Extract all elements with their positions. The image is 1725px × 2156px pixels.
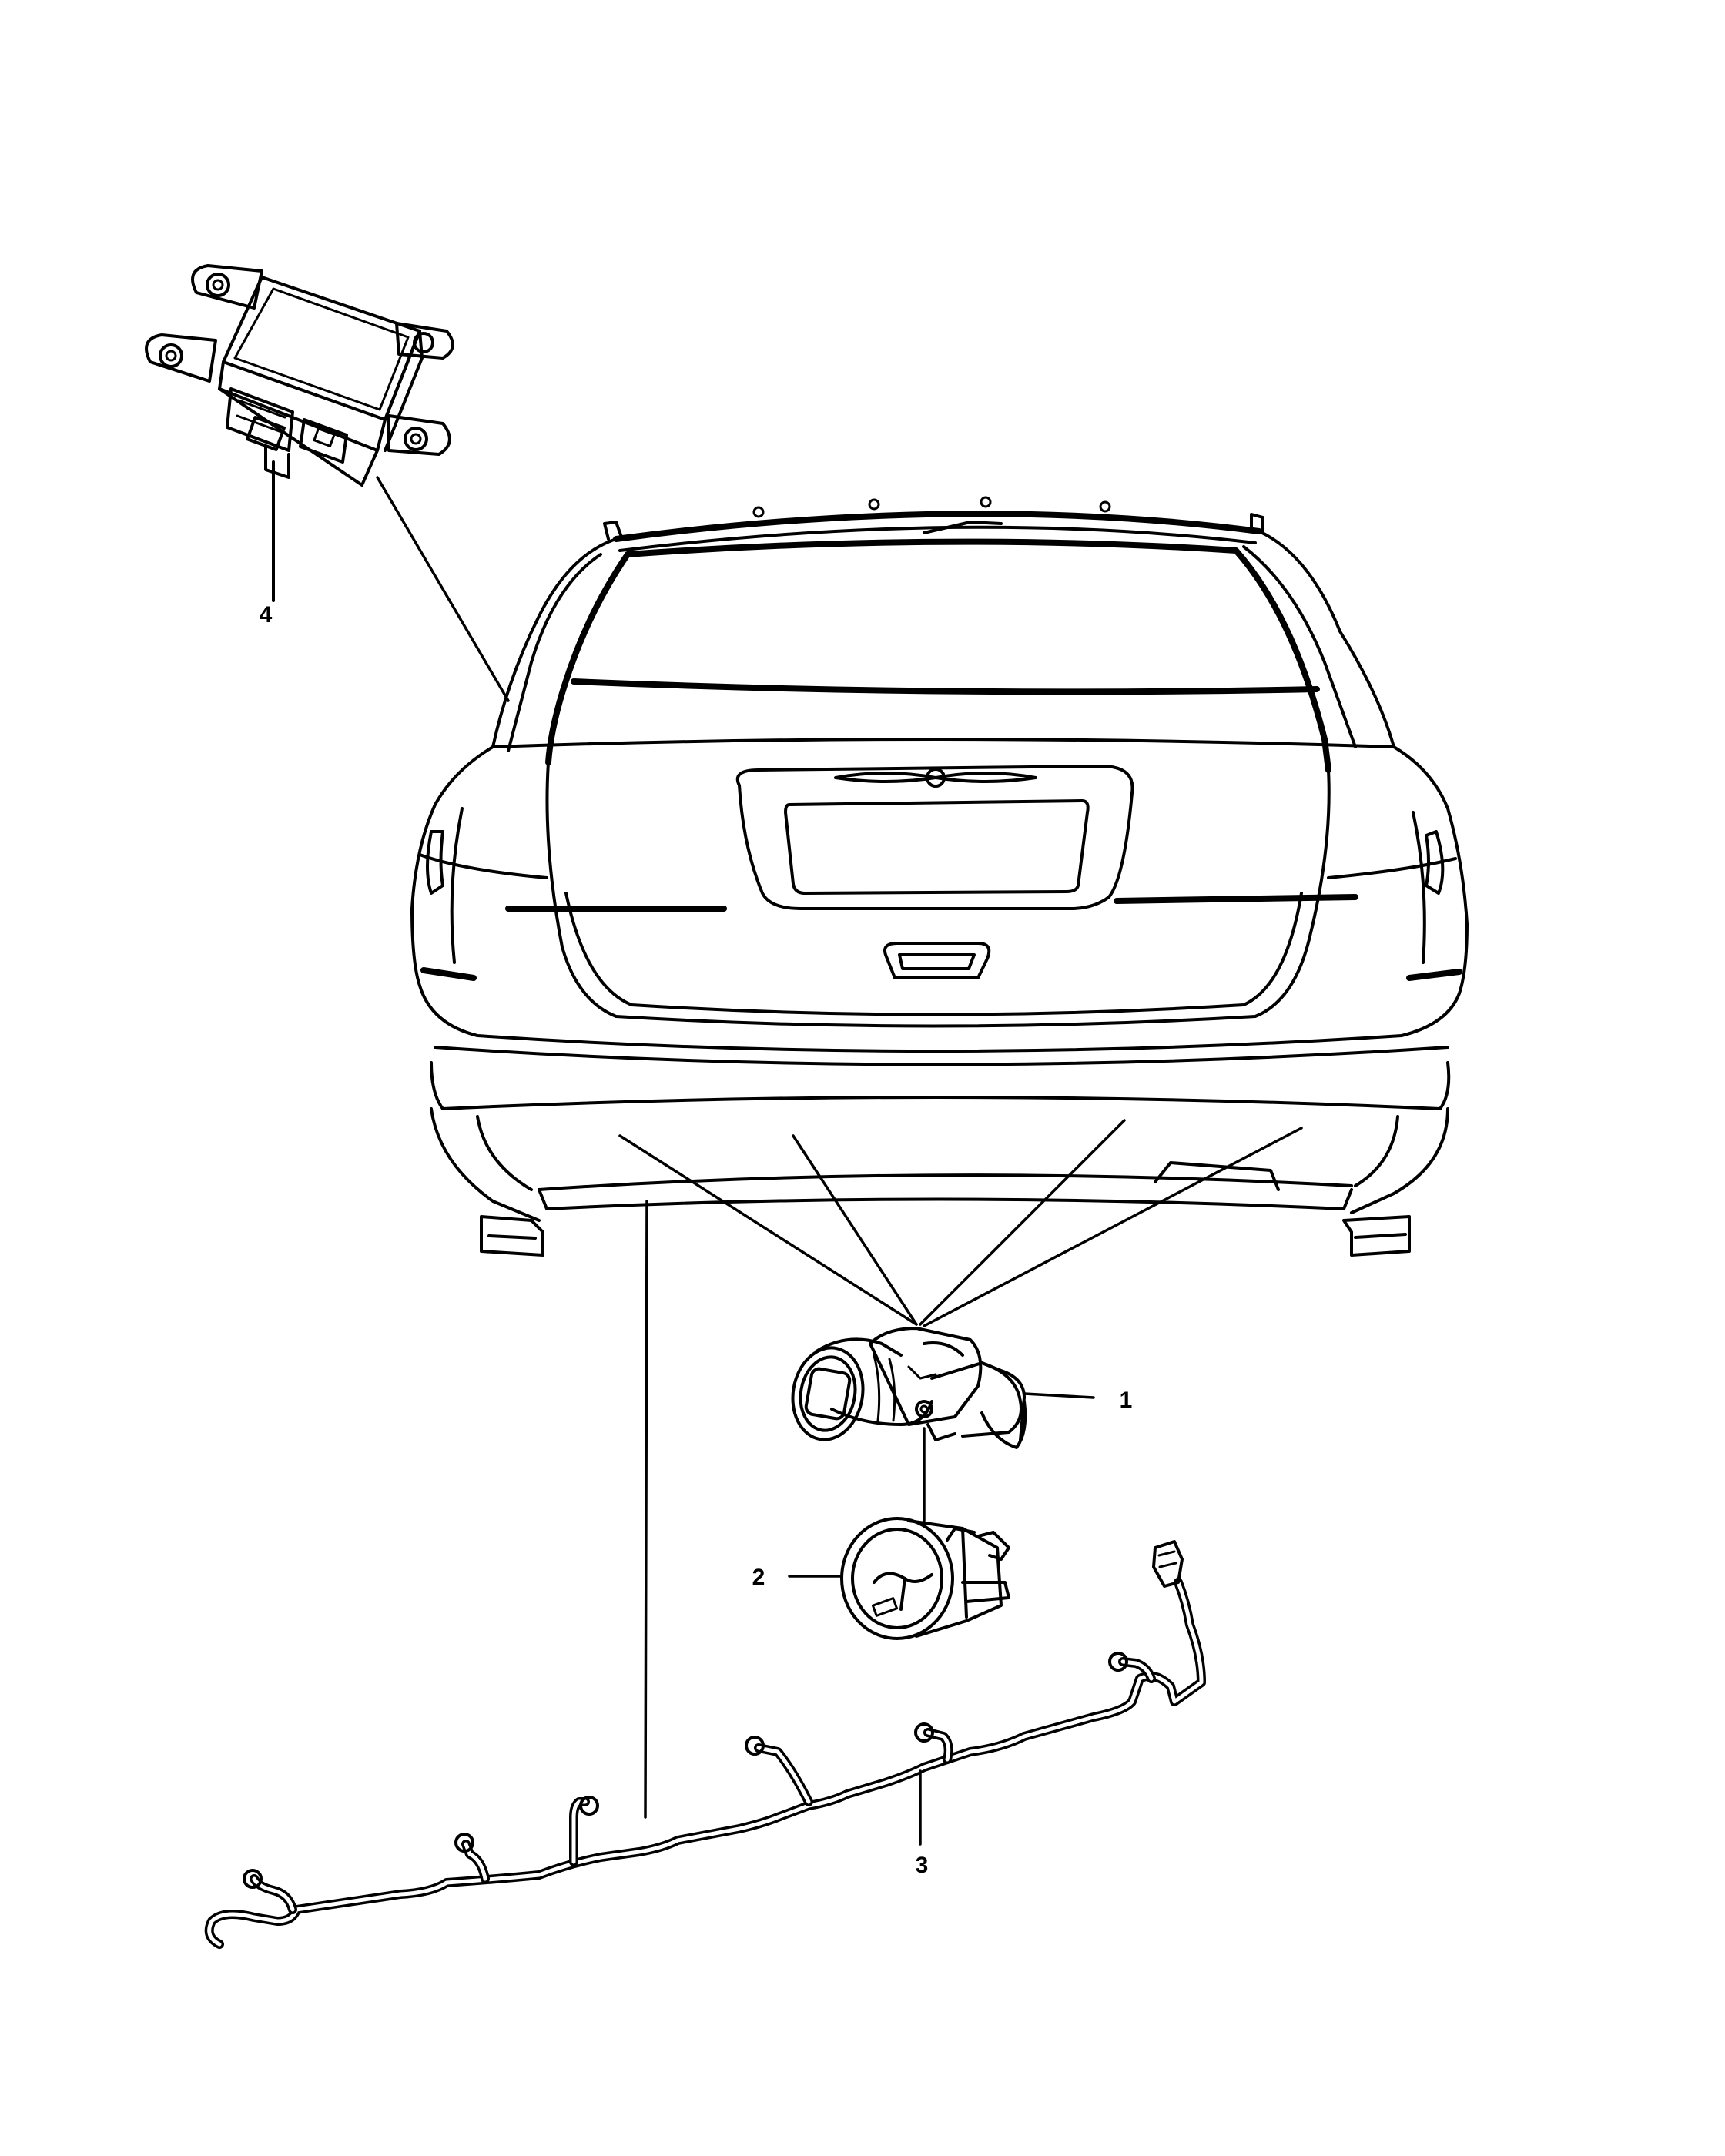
- sensor-bezel[interactable]: [840, 1517, 1010, 1640]
- module-lead-to-vehicle: [376, 476, 510, 702]
- sensor-location-leaders: [618, 1119, 1303, 1819]
- park-assist-module[interactable]: [145, 264, 454, 602]
- callout-4: 4: [260, 602, 273, 628]
- vehicle-rear: [410, 496, 1469, 1257]
- sensor-lead: [1023, 1392, 1095, 1399]
- callout-3: 3: [916, 1853, 929, 1878]
- park-assist-sensor[interactable]: [785, 1327, 1027, 1449]
- callout-1: 1: [1120, 1388, 1133, 1413]
- sensor-wiring-harness[interactable]: [204, 1540, 1206, 1949]
- callout-2: 2: [752, 1565, 765, 1590]
